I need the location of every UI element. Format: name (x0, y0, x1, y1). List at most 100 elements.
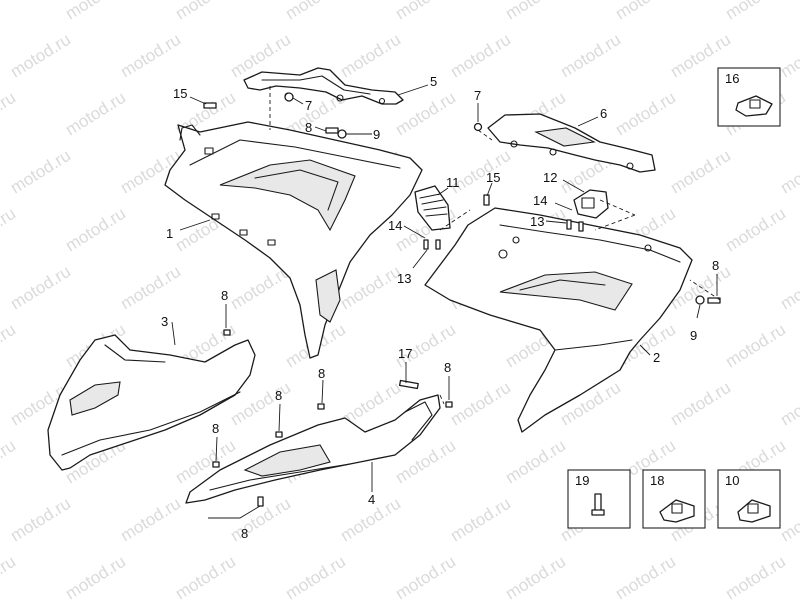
legend-10-number: 10 (725, 473, 739, 488)
nut-7-left (284, 92, 294, 102)
part-3-lower-left-panel (47, 334, 256, 471)
callout-5: 5 (430, 74, 437, 89)
part-2-right-fairing (424, 207, 693, 433)
screw-8-belly-d (445, 401, 453, 408)
washer-9-top (337, 129, 347, 139)
callout-14-right: 14 (533, 193, 547, 208)
screw-8-left-panel (223, 329, 231, 336)
callout-8-belly-d: 8 (444, 360, 451, 375)
watermark-text: motod.ru (392, 88, 459, 140)
part-1-left-fairing (164, 121, 423, 359)
watermark-text: motod.ru (777, 262, 800, 314)
assembly-lines (269, 86, 721, 405)
watermark-text: motod.ru (722, 0, 789, 23)
legend-box-18: 18 (642, 469, 706, 529)
screw-8-belly-b (275, 431, 283, 438)
watermark-text: motod.ru (502, 0, 569, 23)
watermark-text: motod.ru (722, 552, 789, 600)
watermark-text: motod.ru (282, 552, 349, 600)
callout-2: 2 (653, 350, 660, 365)
screw-15-right (483, 194, 490, 206)
nut-7-right (473, 122, 483, 132)
rod-17 (398, 379, 419, 390)
part-11-vent (414, 185, 451, 231)
watermark-text: motod.ru (612, 88, 679, 140)
watermark-text: motod.ru (172, 0, 239, 23)
callout-8-belly-c: 8 (212, 421, 219, 436)
part-12-mount-block (573, 189, 609, 219)
watermark-text: motod.ru (7, 30, 74, 82)
watermark-text: motod.ru (117, 494, 184, 546)
watermark-text: motod.ru (392, 552, 459, 600)
legend-16-number: 16 (725, 71, 739, 86)
callout-7-right: 7 (474, 88, 481, 103)
callout-15-left: 15 (173, 86, 187, 101)
watermark-text: motod.ru (0, 204, 19, 256)
legend-box-19: 19 (567, 469, 631, 529)
watermark-text: motod.ru (117, 30, 184, 82)
screw-8-top (325, 127, 339, 134)
watermark-text: motod.ru (777, 146, 800, 198)
callout-1: 1 (166, 226, 173, 241)
watermark-text: motod.ru (7, 146, 74, 198)
part-6-right-bracket (487, 113, 656, 173)
watermark-text: motod.ru (392, 0, 459, 23)
watermark-text: motod.ru (447, 30, 514, 82)
screw-19-icon (594, 493, 602, 513)
clip-nut-18-icon (659, 499, 695, 523)
callout-8-belly-a: 8 (318, 366, 325, 381)
watermark-text: motod.ru (447, 378, 514, 430)
watermark-text: motod.ru (0, 552, 19, 600)
watermark-text: motod.ru (282, 0, 349, 23)
screw-8-belly-c (212, 461, 220, 468)
watermark-text: motod.ru (7, 262, 74, 314)
callout-13-left: 13 (397, 271, 411, 286)
watermark-text: motod.ru (447, 494, 514, 546)
screw-15-left (203, 102, 217, 109)
watermark-text: motod.ru (777, 378, 800, 430)
watermark-text: motod.ru (337, 30, 404, 82)
watermark-text: motod.ru (62, 552, 129, 600)
watermark-text: motod.ru (0, 436, 19, 488)
screw-8-right (695, 295, 721, 305)
legend-box-16: 16 (717, 67, 781, 127)
watermark-text: motod.ru (0, 0, 19, 23)
callout-6: 6 (600, 106, 607, 121)
callout-8-left-panel: 8 (221, 288, 228, 303)
watermark-text: motod.ru (722, 204, 789, 256)
legend-18-number: 18 (650, 473, 664, 488)
callout-4: 4 (368, 492, 375, 507)
callout-17: 17 (398, 346, 412, 361)
watermark-text: motod.ru (557, 30, 624, 82)
callout-11: 11 (446, 175, 460, 190)
part-4-belly-pan (185, 394, 441, 504)
callout-8-belly-b: 8 (275, 388, 282, 403)
watermark-text: motod.ru (62, 0, 129, 23)
watermark-text: motod.ru (612, 552, 679, 600)
watermark-text: motod.ru (502, 436, 569, 488)
callout-15-right: 15 (486, 170, 500, 185)
legend-box-10: 10 (717, 469, 781, 529)
callout-14-left: 14 (388, 218, 402, 233)
watermark-text: motod.ru (667, 146, 734, 198)
clip-nut-16-icon (735, 95, 773, 117)
callout-9-right: 9 (690, 328, 697, 343)
callout-3: 3 (161, 314, 168, 329)
watermark-text: motod.ru (612, 0, 679, 23)
fasteners (203, 92, 721, 507)
callout-9-top: 9 (373, 127, 380, 142)
callout-8-top: 8 (305, 120, 312, 135)
screw-8-bottom (257, 496, 264, 507)
clip-nut-10-icon (737, 499, 771, 523)
watermark-text: motod.ru (667, 378, 734, 430)
part-5-upper-bracket (243, 67, 404, 105)
watermark-text: motod.ru (0, 320, 19, 372)
watermark-text: motod.ru (722, 320, 789, 372)
screw-13-right (566, 219, 584, 232)
callout-7-left: 7 (305, 98, 312, 113)
watermark-text: motod.ru (62, 204, 129, 256)
legend-19-number: 19 (575, 473, 589, 488)
watermark-text: motod.ru (7, 494, 74, 546)
watermark-text: motod.ru (62, 88, 129, 140)
